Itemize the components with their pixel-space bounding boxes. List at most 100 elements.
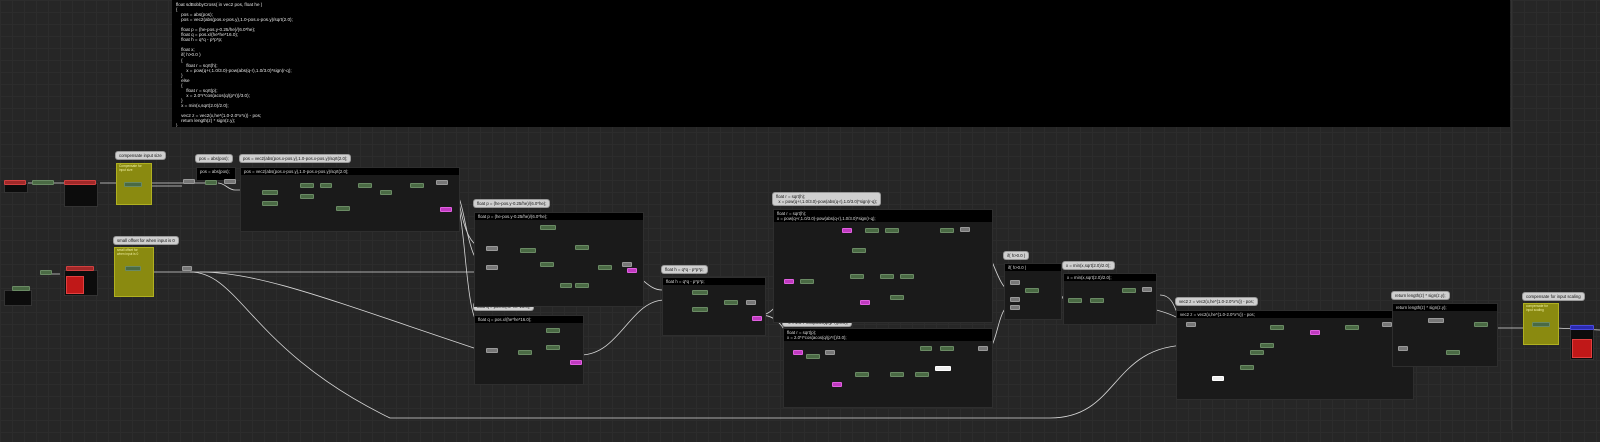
graph-node[interactable] [32,180,54,185]
graph-node[interactable] [800,279,814,284]
graph-node[interactable] [724,300,738,305]
input-preview[interactable] [64,183,98,207]
graph-node[interactable] [575,283,589,288]
graph-node[interactable] [560,283,572,288]
graph-node[interactable] [1186,322,1196,327]
graph-node[interactable] [940,228,954,233]
graph-node[interactable] [627,268,637,273]
graph-node[interactable] [518,350,532,355]
graph-node[interactable] [1260,343,1274,348]
graph-node[interactable] [262,190,278,195]
graph-node[interactable] [1345,325,1359,330]
code-comment-block[interactable]: float sdBobbyCross( in vec2 pos, float h… [172,0,1510,127]
graph-node[interactable] [865,228,879,233]
graph-node[interactable] [1010,280,1020,285]
comment-compensate-scaling[interactable]: compensate for input scaling [1523,293,1584,300]
graph-node[interactable] [336,206,350,211]
graph-node[interactable] [486,246,498,251]
graph-node[interactable] [855,372,869,377]
graph-node[interactable] [860,300,870,305]
frame-pos-vec2[interactable]: pos = vec2(abs(pos.x-pos.y),1.0-pos.x-po… [240,167,460,232]
graph-node[interactable] [1428,318,1444,323]
graph-node[interactable] [935,366,951,371]
graph-node[interactable] [1010,297,1020,302]
graph-node[interactable] [1142,287,1152,292]
graph-node[interactable] [746,300,756,305]
graph-node[interactable] [540,225,556,230]
graph-node[interactable] [1090,298,1104,303]
yellow-note-small-offset[interactable]: small offset for when input is 0 [114,247,154,297]
color-swatch[interactable] [66,276,84,294]
comment-float-p[interactable]: float p = (he-pos.y-0.25/he)/(6.0*he); [474,200,550,207]
frame-float-h[interactable]: float h = q*q - p*p*p; [662,277,766,336]
graph-node[interactable] [40,270,52,275]
graph-node[interactable] [224,179,236,184]
graph-node[interactable] [850,274,864,279]
graph-node[interactable] [440,207,452,212]
yellow-note-compensate-scaling[interactable]: compensate for input scaling [1523,303,1559,345]
graph-node[interactable] [66,266,94,271]
graph-node[interactable] [262,201,278,206]
comment-x-min[interactable]: x = min(x,sqrt(2.0)/2.0); [1063,262,1114,269]
graph-node[interactable] [300,194,314,199]
frame-pos-abs[interactable]: pos = abs(pos); [196,167,236,181]
graph-node[interactable] [784,279,794,284]
graph-node[interactable] [1025,288,1039,293]
graph-node[interactable] [183,179,195,184]
graph-node[interactable] [570,360,582,365]
output-swatch[interactable] [1572,339,1592,358]
comment-pos-vec2[interactable]: pos = vec2(abs(pos.x-pos.y),1.0-pos.x-po… [240,155,351,162]
graph-node[interactable] [1240,365,1254,370]
graph-node[interactable] [900,274,914,279]
graph-node[interactable] [125,266,141,271]
graph-node[interactable] [915,372,929,377]
graph-node[interactable] [960,227,970,232]
graph-node[interactable] [1122,288,1136,293]
graph-node[interactable] [1212,376,1224,381]
comment-return-length[interactable]: return length(z) * sign(z.y); [1392,292,1449,299]
frame-x-min[interactable]: x = min(x,sqrt(2.0)/2.0); [1063,273,1157,325]
graph-node[interactable] [64,180,96,185]
graph-node[interactable] [1398,346,1408,351]
graph-node[interactable] [978,346,988,351]
graph-node[interactable] [1532,322,1550,327]
graph-node[interactable] [1474,322,1488,327]
graph-node[interactable] [486,348,498,353]
canvas-scrollbar[interactable] [1511,0,1512,430]
graph-node[interactable] [622,262,632,267]
comment-pos-abs[interactable]: pos = abs(pos); [196,155,232,162]
graph-node[interactable] [598,265,612,270]
graph-node[interactable] [320,183,332,188]
graph-node[interactable] [486,265,498,270]
graph-node[interactable] [1446,350,1460,355]
frame-else-branch[interactable]: float r = sqrt(p); x = 2.0*r*cos(acos(q/… [783,328,993,408]
graph-node[interactable] [1310,330,1320,335]
graph-node[interactable] [12,286,30,291]
graph-node[interactable] [832,382,842,387]
graph-node[interactable] [692,307,708,312]
graph-node[interactable] [852,248,866,253]
graph-node[interactable] [1068,298,1082,303]
graph-node[interactable] [380,190,392,195]
graph-node[interactable] [182,266,192,271]
graph-node[interactable] [885,228,899,233]
comment-small-offset[interactable]: small offset for when input is 0 [114,237,178,244]
graph-node[interactable] [1010,305,1020,310]
graph-node[interactable] [540,262,554,267]
frame-return-length[interactable]: return length(z) * sign(z.y); [1392,303,1498,367]
frame-vec2-z[interactable]: vec2 z = vec2(x,he*(1.0-2.0*x*x)) - pos; [1176,310,1414,400]
input-node[interactable] [4,290,32,306]
graph-node[interactable] [825,350,835,355]
graph-node[interactable] [890,372,904,377]
graph-node[interactable] [575,245,589,250]
graph-node[interactable] [546,345,560,350]
graph-node[interactable] [1250,350,1264,355]
graph-node[interactable] [300,183,314,188]
comment-compensate-input-size[interactable]: compensate input size [116,152,165,159]
comment-if-h[interactable]: if( h>0.0 ) [1004,252,1029,259]
graph-node[interactable] [842,228,852,233]
graph-node[interactable] [692,290,708,295]
frame-float-p[interactable]: float p = (he-pos.y-0.25/he)/(6.0*he); [474,212,644,307]
frame-if-branch[interactable]: float r = sqrt(h); x = pow(q+r,1.0/3.0)-… [773,209,993,323]
graph-node[interactable] [436,180,448,185]
